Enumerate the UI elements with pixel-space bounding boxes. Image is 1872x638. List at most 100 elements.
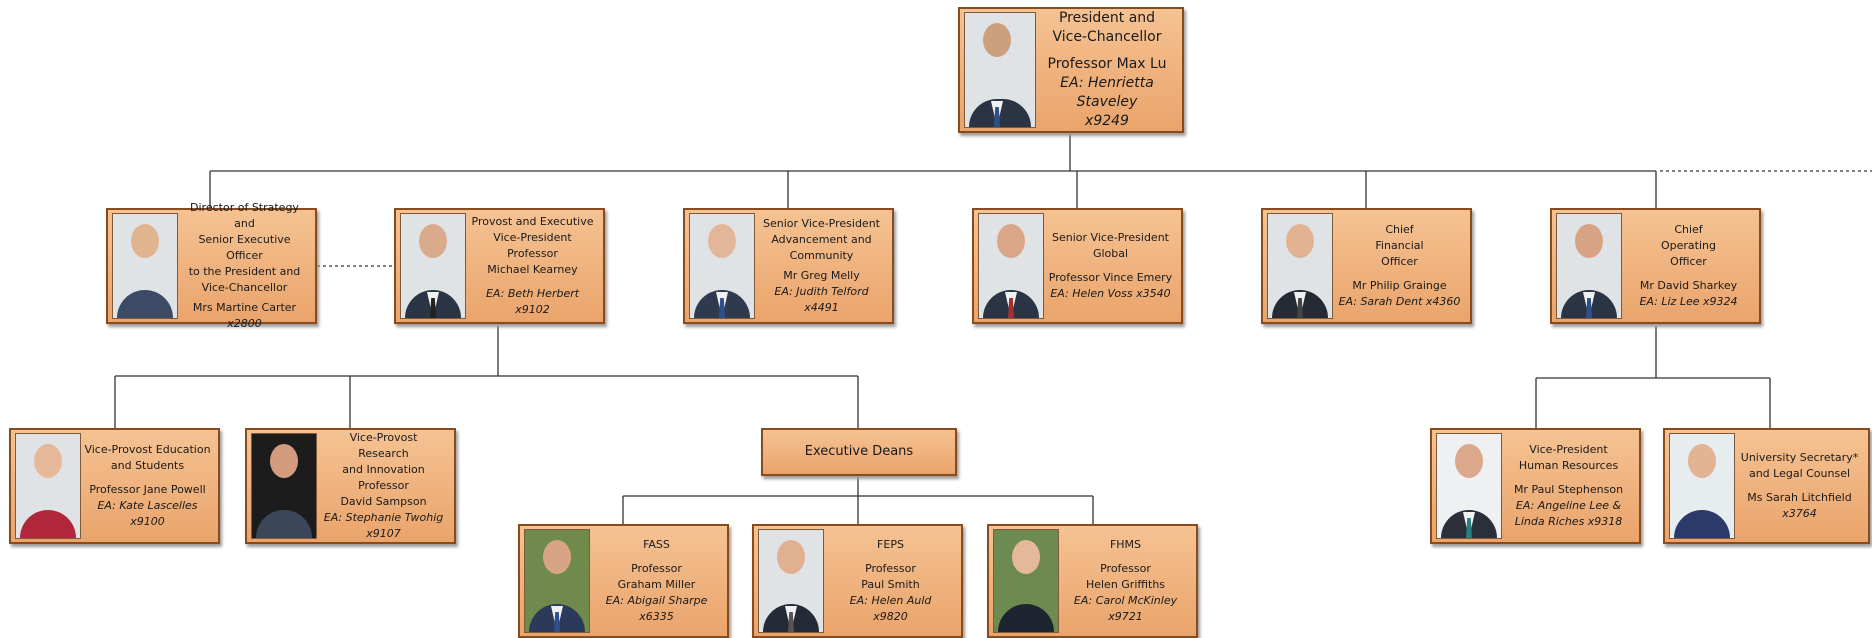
node-title-line: FHMS [1109,538,1142,551]
coo-photo [1556,213,1622,319]
hr-box: Vice-President Human Resources Mr Paul S… [1430,428,1641,544]
provost-photo [400,213,466,319]
node-ea-line: EA: Liz Lee x9324 [1639,295,1738,308]
research-photo [251,433,317,539]
node-title-line: University Secretary* [1740,451,1859,464]
node-title-line: Michael Kearney [487,263,578,276]
node-title-line: Officer [1381,255,1418,268]
cfo-box: Chief Financial Officer Mr Philip Graing… [1261,208,1472,324]
node-ea-line: x6335 [639,610,674,623]
node-ea-line: x4491 [804,301,839,314]
node-title-line: Vice-President [493,231,572,244]
node-title-line: Financial [1375,239,1424,252]
feps-dean-box: FEPS Professor Paul Smith EA: Helen Auld… [752,524,963,638]
node-title-line: President and [1058,10,1156,26]
node-title-line: and Innovation [342,463,425,476]
strategy-director-box: Director of Strategy and Senior Executiv… [106,201,317,330]
strategy-director-photo [112,213,178,319]
node-name: Mr Paul Stephenson [1513,483,1624,496]
global-photo [978,213,1044,319]
legal-counsel-photo [1669,433,1735,539]
provost-box: Provost and Executive Vice-President Pro… [394,208,605,324]
node-ea-line: x9820 [873,610,908,623]
node-name: Professor Jane Powell [89,483,206,496]
node-ea-line: x3764 [1782,507,1817,520]
node-name: Professor Max Lu [1047,56,1167,72]
node-ea-line: x9721 [1108,610,1143,623]
node-name: Ms Sarah Litchfield [1747,491,1852,504]
node-title-line: Community [789,249,854,262]
node-title-line: Operating [1661,239,1716,252]
node-name: Mr Greg Melly [783,269,860,282]
node-name: Mr David Sharkey [1639,279,1738,292]
node-title-line: Research [358,447,409,460]
node-title-line: Provost and Executive [471,215,594,228]
research-box: Vice-Provost Research and Innovation Pro… [245,428,456,544]
node-name: Professor Vince Emery [1048,271,1173,284]
cfo-photo [1267,213,1333,319]
fhms-dean-photo [993,529,1059,633]
node-name: Professor Graham Miller [617,562,696,591]
fhms-dean-box: FHMS Professor Helen Griffiths EA: Carol… [987,524,1198,638]
node-title-line: Vice-Chancellor [201,281,288,294]
node-title-line: and Students [110,459,185,472]
node-title-line: Chief [1385,223,1414,236]
node-ea-line: EA: Carol McKinley [1073,594,1178,607]
node-ea-line: x9100 [130,515,165,528]
node-ea-line: EA: Stephanie Twohig [323,511,444,524]
node-ea-line: EA: Kate Lascelles [97,499,198,512]
node-ea-line: Linda Riches x9318 [1514,515,1623,528]
node-ea-line: x2800 [227,317,262,330]
node-title-line: Director of Strategy and [190,201,299,230]
node-name: Mrs Martine Carter [192,301,297,314]
node-title-line: Professor [507,247,558,260]
node-title-line: Advancement and [771,233,872,246]
education-photo [15,433,81,539]
node-title-line: Vice-Provost [349,431,418,444]
node-title-line: and Legal Counsel [1748,467,1851,480]
president-box: President and Vice-Chancellor Professor … [958,7,1184,133]
advancement-photo [689,213,755,319]
hr-photo [1436,433,1502,539]
node-title-line: Vice-President [1529,443,1608,456]
node-title-line: FEPS [877,538,904,551]
node-title-line: Human Resources [1518,459,1619,472]
node-ea-line: x9249 [1085,113,1129,129]
node-ea-line: EA: Abigail Sharpe [605,594,708,607]
node-ea-line: EA: Henrietta Staveley [1060,75,1154,110]
node-title-line: FASS [643,538,670,551]
node-ea-line: EA: Judith Telford [774,285,869,298]
node-name: Professor Paul Smith [861,562,920,591]
president-photo [964,12,1036,128]
node-title-line: Executive Deans [804,444,914,459]
advancement-box: Senior Vice-President Advancement and Co… [683,208,894,324]
fass-dean-box: FASS Professor Graham Miller EA: Abigail… [518,524,729,638]
node-title-line: Senior Vice-President [763,217,880,230]
node-title-line: Global [1092,247,1129,260]
education-box: Vice-Provost Education and Students Prof… [9,428,220,544]
node-title-line: Vice-Chancellor [1052,29,1162,45]
node-title-line: David Sampson [340,495,427,508]
global-box: Senior Vice-President Global Professor V… [972,208,1183,324]
node-title-line: to the President and [188,265,301,278]
node-title-line: Senior Executive Officer [198,233,291,262]
node-title-line: Chief [1674,223,1703,236]
node-ea-line: x9107 [366,527,401,540]
node-ea-line: EA: Helen Auld [849,594,932,607]
node-name: Mr Philip Grainge [1352,279,1447,292]
node-ea-line: EA: Helen Voss x3540 [1050,287,1171,300]
executive-deans-box: Executive Deans [761,428,957,476]
feps-dean-photo [758,529,824,633]
fass-dean-photo [524,529,590,633]
node-ea-line: EA: Sarah Dent x4360 [1338,295,1461,308]
node-title-line: Professor [358,479,409,492]
node-name: Professor Helen Griffiths [1085,562,1166,591]
node-title-line: Senior Vice-President [1052,231,1169,244]
node-title-line: Officer [1670,255,1707,268]
coo-box: Chief Operating Officer Mr David Sharkey… [1550,208,1761,324]
node-ea-line: EA: Angeline Lee & [1515,499,1622,512]
legal-counsel-box: University Secretary* and Legal Counsel … [1663,428,1870,544]
node-title-line: Vice-Provost Education [84,443,211,456]
node-ea-line: EA: Beth Herbert x9102 [485,287,580,316]
